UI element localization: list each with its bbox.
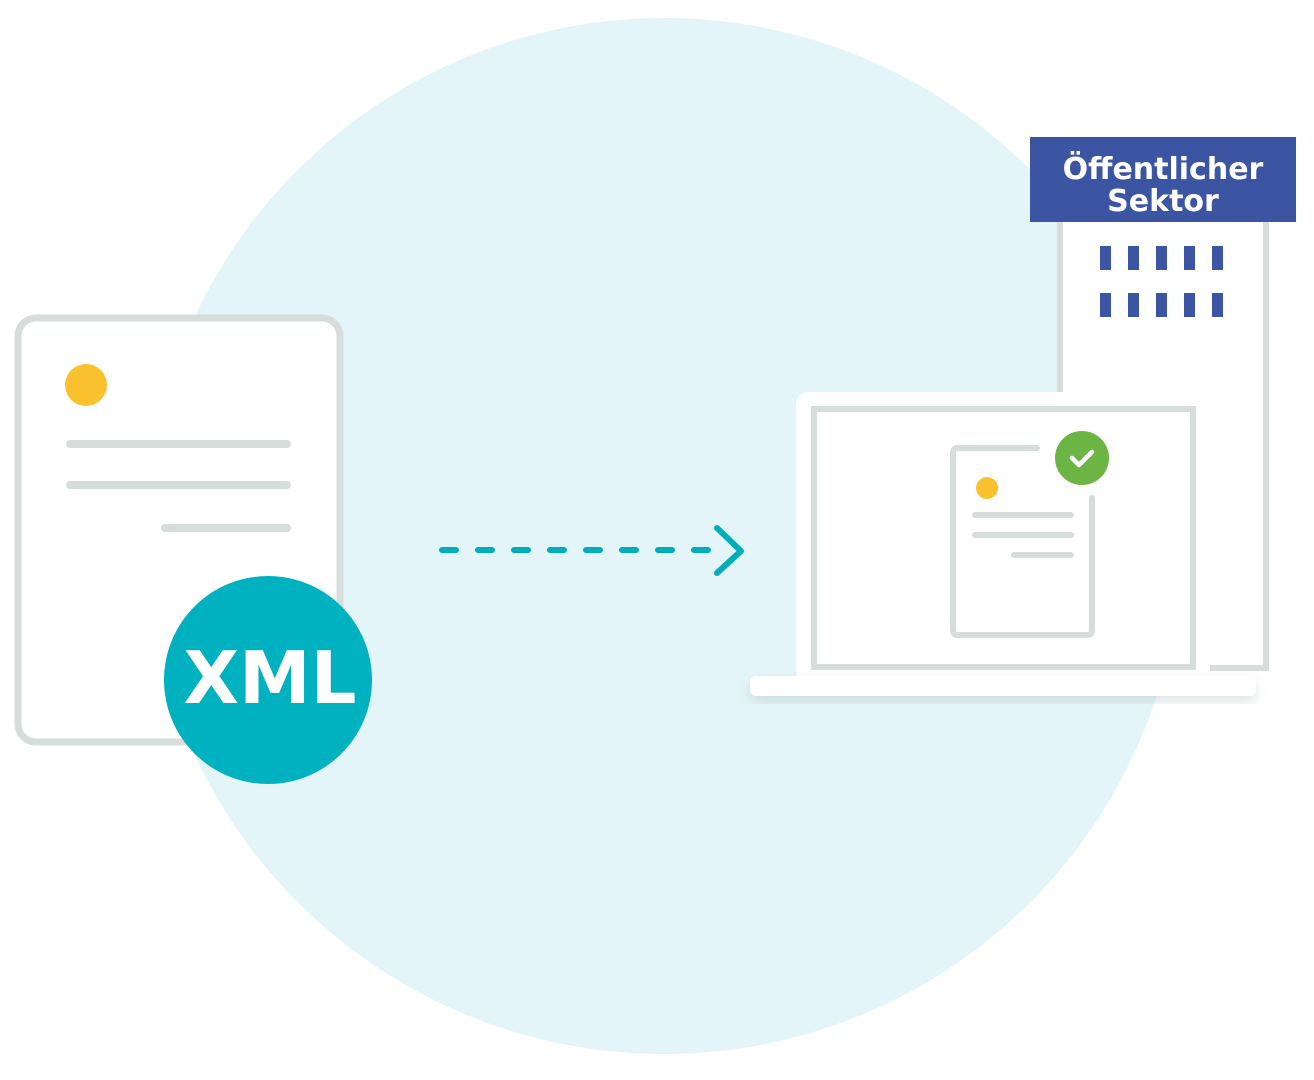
arrow-head-icon	[714, 525, 744, 576]
building-sign: Öffentlicher Sektor	[1030, 137, 1296, 222]
xml-badge: XML	[164, 576, 372, 784]
check-badge-circle	[1055, 431, 1109, 485]
building-window	[1184, 293, 1195, 317]
building-sign-line-2: Sektor	[1107, 184, 1219, 219]
building-window	[1100, 246, 1111, 270]
received-invoice	[950, 445, 1095, 638]
building-window	[1100, 293, 1111, 317]
laptop-base	[750, 676, 1256, 696]
xml-badge-label: XML	[183, 636, 356, 720]
received-invoice-logo-dot	[976, 477, 998, 499]
check-mark-icon	[1069, 449, 1095, 468]
building-window	[1212, 246, 1223, 270]
building-window	[1212, 293, 1223, 317]
check-badge	[1055, 431, 1109, 485]
xml-badge-circle	[164, 576, 372, 784]
building-window	[1128, 246, 1139, 270]
invoice-document: XML	[14, 314, 372, 784]
building-windows	[1100, 246, 1223, 317]
building-window	[1184, 246, 1195, 270]
background-circle	[146, 18, 1182, 1054]
building-window	[1128, 293, 1139, 317]
building-sign-line-1: Öffentlicher	[1063, 150, 1264, 187]
building-window	[1156, 246, 1167, 270]
transfer-arrow	[439, 525, 744, 576]
building-sign-plate	[1030, 137, 1296, 222]
building-window	[1156, 293, 1167, 317]
document-logo-dot	[65, 364, 107, 406]
laptop	[750, 392, 1256, 696]
